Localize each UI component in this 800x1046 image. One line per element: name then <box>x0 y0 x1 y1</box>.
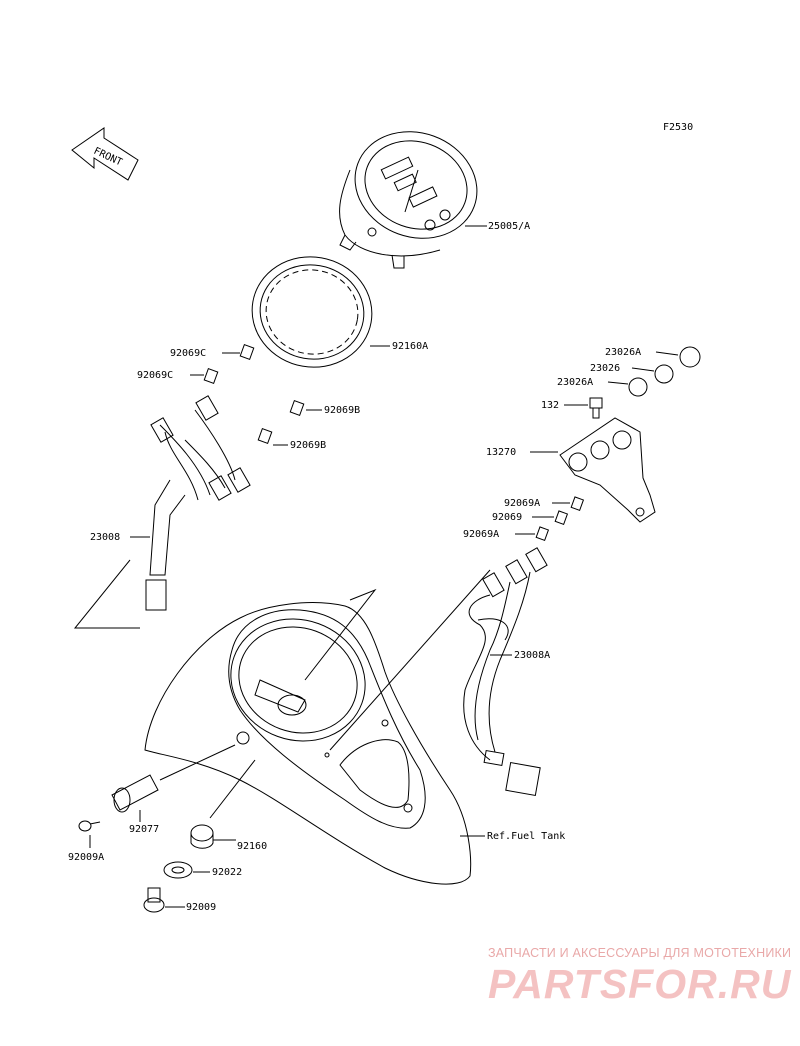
lens-a2-icon <box>628 377 648 397</box>
bulb-a1-icon <box>570 496 585 511</box>
speedometer <box>339 131 478 269</box>
meter-ring <box>251 256 373 368</box>
label-grommet: 92160 <box>237 841 267 852</box>
label-bulb-a1: 92069A <box>504 498 540 509</box>
bulb-a2-icon <box>535 526 550 541</box>
diagram-code: F2530 <box>663 122 693 133</box>
screw-icon <box>143 887 165 913</box>
front-arrow-icon: FRONT <box>71 127 139 181</box>
label-ring: 92160A <box>392 341 428 352</box>
label-bulb-b2: 92069B <box>290 440 326 451</box>
screw-a-icon <box>78 820 101 832</box>
meter-cover <box>144 602 472 885</box>
bulb-b2-icon <box>257 428 273 444</box>
knob-icon <box>111 774 159 813</box>
watermark-tagline: ЗАПЧАСТИ И АКСЕССУАРЫ ДЛЯ МОТОТЕХНИКИ <box>488 946 792 960</box>
ref-label: Ref.Fuel Tank <box>487 831 565 842</box>
label-bulb-a2: 92069A <box>463 529 499 540</box>
bulb-icon <box>554 510 569 525</box>
lens-a1-icon <box>679 346 701 368</box>
label-harness: 23008 <box>90 532 120 543</box>
bolt-icon <box>589 397 603 419</box>
indicator-bracket <box>559 417 656 523</box>
bulb-b1-icon <box>289 400 305 416</box>
label-lens: 23026 <box>590 363 620 374</box>
label-lens-a2: 23026A <box>557 377 593 388</box>
label-bolt: 132 <box>541 400 559 411</box>
label-washer: 92022 <box>212 867 242 878</box>
bulb-c2-icon <box>203 368 219 384</box>
washer-icon <box>163 861 193 879</box>
watermark-logo[interactable]: PARTSFOR.RU <box>488 961 792 1007</box>
grommet-icon <box>190 824 214 849</box>
label-meter: 25005/A <box>488 221 530 232</box>
front-label: FRONT <box>92 146 124 169</box>
harness <box>145 395 251 611</box>
label-bracket: 13270 <box>486 447 516 458</box>
label-bulb-c1: 92069C <box>170 348 206 359</box>
label-screw: 92009 <box>186 902 216 913</box>
label-lens-a1: 23026A <box>605 347 641 358</box>
lens-icon <box>654 364 674 384</box>
label-bulb-b1: 92069B <box>324 405 360 416</box>
label-screw-a: 92009A <box>68 852 104 863</box>
label-bulb-c2: 92069C <box>137 370 173 381</box>
label-knob: 92077 <box>129 824 159 835</box>
bulb-c1-icon <box>239 344 255 360</box>
harness-a <box>463 547 548 796</box>
label-harness-a: 23008A <box>514 650 550 661</box>
label-bulb: 92069 <box>492 512 522 523</box>
